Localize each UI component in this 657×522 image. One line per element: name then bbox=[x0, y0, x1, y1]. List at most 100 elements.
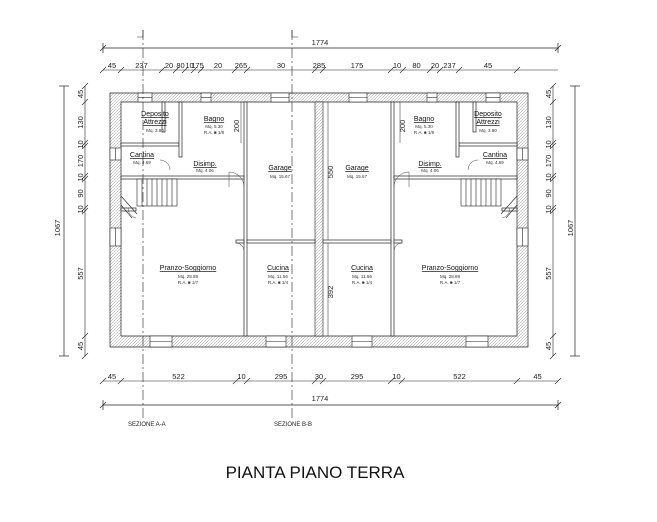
right-total-label: 1067 bbox=[566, 220, 575, 237]
right-dim-tick bbox=[549, 332, 557, 340]
room-cucina-left-ra: R.A. ■ 1/4 bbox=[268, 280, 289, 285]
room-pranzo-right: Pranzo-Soggiorno bbox=[422, 265, 479, 272]
right-dim-label: 170 bbox=[544, 155, 553, 168]
left-dim-tick bbox=[81, 352, 89, 360]
top-dim-tick bbox=[455, 66, 463, 74]
left-dim-tick bbox=[81, 82, 89, 90]
room-cucina-left: Cucina bbox=[267, 265, 289, 272]
right-dim-tick bbox=[549, 172, 557, 180]
bottom-dim-tick bbox=[311, 377, 319, 385]
room-bagno-right-ra: R.A. ■ 1/8 bbox=[414, 130, 435, 135]
left-dim-tick bbox=[81, 172, 89, 180]
top-total-label: 1774 bbox=[312, 38, 329, 47]
room-garage-right-area: Mq. 15.67 bbox=[347, 174, 368, 179]
bottom-dim-tick bbox=[319, 377, 327, 385]
left-dim-tick bbox=[81, 139, 89, 147]
left-dim-label: 130 bbox=[76, 116, 85, 129]
room-pranzo-left-area: Mq. 28.89 bbox=[178, 274, 199, 279]
top-dim-tick bbox=[158, 66, 166, 74]
top-dim-label: 80 bbox=[176, 61, 184, 70]
right-dim-tick bbox=[549, 352, 557, 360]
right-dim-tick bbox=[549, 139, 557, 147]
left-dim-tick bbox=[81, 207, 89, 215]
left-dim-tick bbox=[81, 204, 89, 212]
room-cantina-left: Cantina bbox=[130, 152, 154, 159]
party-wall bbox=[314, 101, 324, 337]
section-a-label: SEZIONE A-A bbox=[128, 422, 166, 428]
room-pranzo-left: Pranzo-Soggiorno bbox=[160, 265, 217, 272]
top-dim-tick bbox=[99, 66, 107, 74]
bottom-dim-label: 30 bbox=[315, 372, 323, 381]
top-dim-label: 45 bbox=[108, 61, 116, 70]
room-cantina-left-area: Mq. 4.69 bbox=[133, 160, 151, 165]
room-bagno-right: Bagno bbox=[414, 116, 434, 123]
interior-walls-right bbox=[322, 101, 518, 337]
bottom-dim-label: 10 bbox=[392, 372, 400, 381]
section-b-label: SEZIONE B-B bbox=[274, 422, 312, 428]
bottom-dim-tick bbox=[554, 377, 562, 385]
top-dim-tick bbox=[513, 66, 521, 74]
room-deposito-left-area: Mq. 3.80 bbox=[146, 128, 164, 133]
left-dim-label: 170 bbox=[76, 155, 85, 168]
right-dim-label: 10 bbox=[544, 173, 553, 181]
room-cantina-right: Cantina bbox=[483, 152, 507, 159]
room-cucina-right-ra: R.A. ■ 1/4 bbox=[352, 280, 373, 285]
right-dim-tick bbox=[549, 98, 557, 106]
room-bagno-right-area: Mq. 5.30 bbox=[415, 124, 433, 129]
top-dim-tick bbox=[231, 66, 239, 74]
garage-height: 550 bbox=[326, 166, 335, 179]
room-pranzo-left-ra: R.A. ■ 1/7 bbox=[178, 280, 199, 285]
top-dim-label: 10 bbox=[393, 61, 401, 70]
top-dim-tick bbox=[197, 66, 205, 74]
bottom-total-dimension bbox=[99, 400, 562, 410]
top-dim-label: 20 bbox=[214, 61, 222, 70]
right-dim-label: 557 bbox=[544, 267, 553, 280]
room-disimp-left: Disimp. bbox=[193, 161, 216, 168]
top-dim-tick bbox=[426, 66, 434, 74]
room-deposito-right-area: Mq. 3.80 bbox=[479, 128, 497, 133]
bottom-total-label: 1774 bbox=[312, 394, 329, 403]
door-swings bbox=[127, 159, 511, 252]
top-dim-tick bbox=[387, 66, 395, 74]
top-dim-label: 20 bbox=[165, 61, 173, 70]
stairs-left bbox=[120, 178, 178, 219]
exterior-walls bbox=[109, 92, 529, 348]
top-dim-label: 20 bbox=[431, 61, 439, 70]
top-dim-label: 80 bbox=[412, 61, 420, 70]
top-dim-tick bbox=[172, 66, 180, 74]
left-dim-label: 10 bbox=[76, 140, 85, 148]
bottom-dim-label: 295 bbox=[351, 372, 364, 381]
bagno-height-left: 200 bbox=[232, 120, 241, 133]
top-dim-tick bbox=[181, 66, 189, 74]
left-dim-label: 557 bbox=[76, 267, 85, 280]
room-cantina-right-area: Mq. 4.69 bbox=[486, 160, 504, 165]
bottom-dim-tick bbox=[99, 377, 107, 385]
right-dim-tick bbox=[549, 207, 557, 215]
left-dim-label: 45 bbox=[76, 90, 85, 98]
room-cucina-left-area: Mq. 11.56 bbox=[268, 274, 288, 279]
bottom-dim-label: 522 bbox=[172, 372, 185, 381]
room-disimp-right: Disimp. bbox=[418, 161, 441, 168]
bottom-dim-tick bbox=[513, 377, 521, 385]
interior-walls-left bbox=[120, 101, 316, 337]
room-cucina-right-area: Mq. 11.56 bbox=[352, 274, 372, 279]
right-dim-tick bbox=[549, 82, 557, 90]
inner-dimensions bbox=[240, 102, 401, 336]
left-dim-label: 45 bbox=[76, 342, 85, 350]
room-disimp-left-area: Mq. 4.06 bbox=[196, 168, 214, 173]
left-dim-label: 10 bbox=[76, 173, 85, 181]
bottom-dim-tick bbox=[387, 377, 395, 385]
right-dim-label: 45 bbox=[544, 342, 553, 350]
top-dim-label: 237 bbox=[443, 61, 456, 70]
top-dim-tick bbox=[311, 66, 319, 74]
top-dim-label: 265 bbox=[235, 61, 248, 70]
bottom-dim-label: 295 bbox=[275, 372, 288, 381]
top-total-dimension bbox=[99, 43, 562, 53]
bottom-dim-tick bbox=[398, 377, 406, 385]
bottom-dim-label: 45 bbox=[108, 372, 116, 381]
